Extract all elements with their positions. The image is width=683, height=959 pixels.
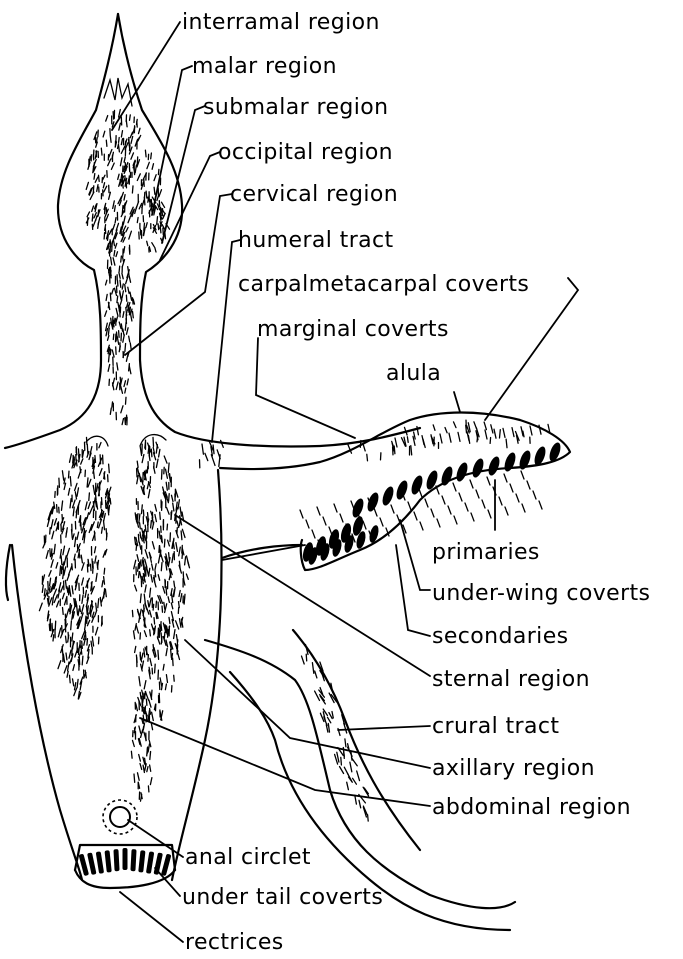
label-humeral: humeral tract: [238, 228, 394, 253]
sternal-tract-right: [132, 437, 189, 739]
body-left-flank: [6, 545, 10, 600]
label-cervical: cervical region: [230, 182, 398, 207]
under-tail-covert-bar: [123, 848, 128, 870]
label-primaries: primaries: [432, 540, 540, 565]
under-tail-covert-bar: [113, 849, 119, 871]
cervical-tract: [105, 240, 135, 425]
leader-submalar: [162, 106, 205, 243]
label-axillary: axillary region: [432, 756, 595, 781]
leader-crural: [338, 726, 430, 730]
primary-quill: [486, 455, 501, 477]
primary-quill: [380, 485, 395, 507]
primary-quill: [409, 474, 424, 496]
label-sternal: sternal region: [432, 667, 590, 692]
label-anal: anal circlet: [185, 845, 311, 870]
under-tail-covert-bar: [105, 850, 112, 872]
under-tail-covert-bar: [146, 851, 154, 874]
under-tail-covert-bar: [96, 851, 104, 874]
primary-quill: [394, 479, 409, 501]
bill-head-outline: [5, 14, 118, 448]
label-submalar: submalar region: [203, 95, 389, 120]
label-underwing: under-wing coverts: [432, 581, 650, 606]
primary-quill: [454, 461, 469, 483]
label-secondaries: secondaries: [432, 624, 569, 649]
label-occipital: occipital region: [218, 140, 393, 165]
leader-alula: [454, 392, 460, 412]
abdominal-tract: [131, 702, 152, 801]
bill-inner-lines: [104, 78, 132, 106]
sternal-tract-left: [39, 437, 111, 699]
under-tail-covert-bar: [161, 854, 172, 877]
leader-occipital: [160, 152, 220, 260]
leader-abdominal: [140, 718, 430, 806]
label-abdominal: abdominal region: [432, 795, 631, 820]
anal-circlet-ring: [110, 807, 130, 827]
label-marginal: marginal coverts: [257, 317, 449, 342]
leader-carpal: [485, 278, 578, 420]
under-tail-covert-bar: [130, 849, 136, 871]
anal-circlet-dots: [103, 800, 137, 834]
label-alula: alula: [386, 361, 441, 386]
label-interramal: interramal region: [182, 10, 380, 35]
label-undertail: under tail coverts: [182, 885, 383, 910]
humeral-tract: [200, 440, 224, 467]
under-tail-covert-bar: [87, 852, 96, 875]
primary-quill: [350, 497, 365, 519]
label-malar: malar region: [192, 54, 337, 79]
submalar-tract: [146, 191, 169, 252]
primary-quill: [365, 491, 380, 513]
primary-quill: [502, 451, 517, 473]
marginal-coverts: [348, 420, 530, 461]
label-rectrices: rectrices: [185, 930, 284, 954]
label-carpal: carpalmetacarpal coverts: [238, 272, 529, 297]
leader-humeral: [212, 240, 240, 442]
crural-tract: [302, 645, 369, 822]
leader-marginal: [256, 338, 355, 438]
leader-rectrices: [120, 892, 183, 942]
label-crural: crural tract: [432, 714, 559, 739]
body-right-edge: [172, 470, 222, 880]
under-tail-covert-bar: [138, 850, 145, 872]
primary-quill: [470, 457, 485, 479]
